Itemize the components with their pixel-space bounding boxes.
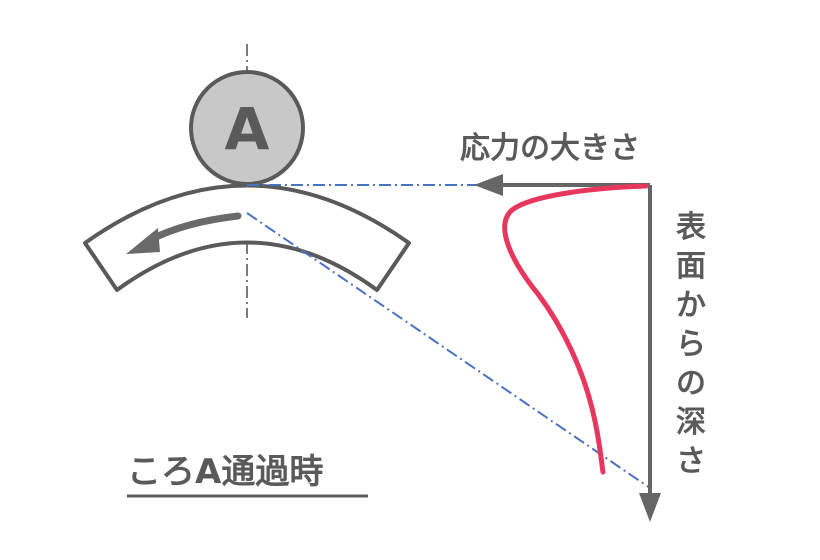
stress-axis-arrow <box>474 174 503 196</box>
depth-guide-line <box>246 212 651 489</box>
depth-label-char: 面 <box>676 249 706 284</box>
depth-label-char: ら <box>676 327 706 362</box>
raceway-segment <box>83 183 411 292</box>
roller-label: A <box>225 95 270 163</box>
depth-label-char: の <box>676 366 706 401</box>
stress-axis-label: 応力の大きさ <box>460 131 640 166</box>
depth-label-char: さ <box>676 444 706 479</box>
depth-label-char: か <box>676 288 706 323</box>
depth-axis-arrow <box>639 493 661 522</box>
diagram-caption: ころA通過時 <box>127 452 323 492</box>
depth-label-char: 深 <box>676 405 706 440</box>
rotation-arrow-head <box>126 228 160 254</box>
depth-label-char: 表 <box>676 210 706 245</box>
depth-axis-label: 表 面 か ら の 深 さ <box>676 210 706 479</box>
stress-curve <box>502 183 649 475</box>
